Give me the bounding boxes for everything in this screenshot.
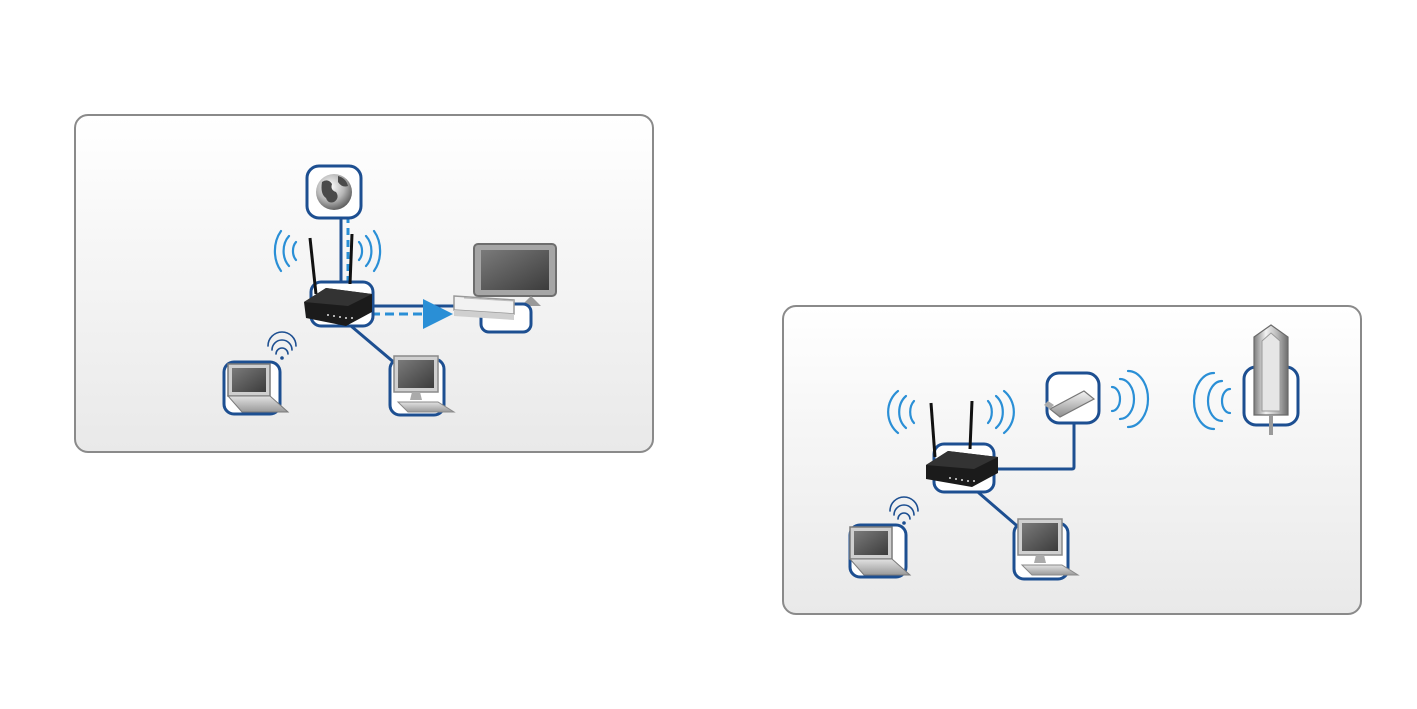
dongle-wireless-signal-icon [1112,371,1148,427]
link-globe-to-router [341,216,348,288]
wireless-laptop-icon [850,497,918,577]
set-top-box-icon [454,296,531,332]
wireless-laptop-icon [224,332,296,414]
tv-monitor-icon [474,244,556,306]
desktop-computer-icon [390,356,454,415]
usb-3g-dongle-icon [1044,373,1099,423]
desktop-computer-icon [1014,519,1078,579]
cell-tower-signal-icon [1194,373,1230,429]
cell-tower-icon [1244,325,1298,435]
wireless-router-icon [926,401,998,492]
link-router-to-settop [371,306,459,314]
internet-globe-icon [307,166,361,218]
router-wireless-signal-icon [888,391,1014,433]
diagram-panel-3g-dongle [782,305,1362,615]
diagram-panel-internet-tv [74,114,654,453]
router-wireless-signal-icon [275,231,380,271]
link-router-to-dongle [996,419,1074,469]
